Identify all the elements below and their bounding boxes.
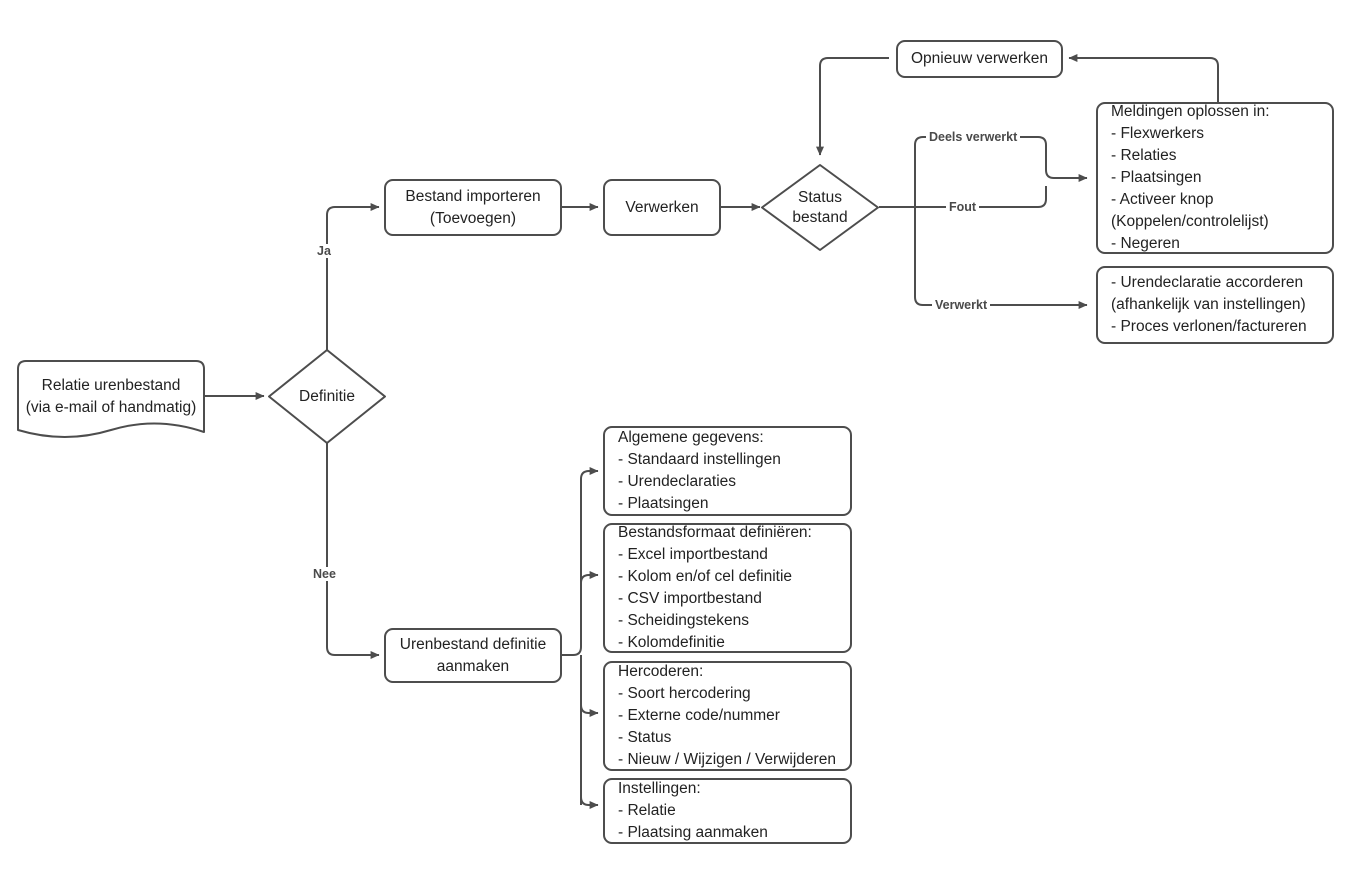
urendeclaratie-line-2: (afhankelijk van instellingen) [1111, 296, 1306, 313]
node-urenbestand-definitie-aanmaken-label: Urenbestand definitie aanmaken [386, 634, 560, 678]
node-instellingen[interactable]: Instellingen: - Relatie - Plaatsing aanm… [603, 778, 852, 844]
edge-stem-to-hercoderen [580, 658, 599, 717]
node-status-bestand-label: Status bestand [761, 164, 879, 251]
algemene-line-4: - Plaatsingen [618, 495, 709, 512]
hercoderen-line-5: - Nieuw / Wijzigen / Verwijderen [618, 751, 836, 768]
relatie-line-2: (via e-mail of handmatig) [25, 399, 197, 416]
instellingen-line-1: Instellingen: [618, 780, 701, 797]
edge-deels-verwerkt [914, 136, 1088, 182]
bestandsformaat-line-2: - Excel importbestand [618, 546, 768, 563]
meldingen-line-4: - Plaatsingen [1111, 169, 1202, 186]
node-definitie-label: Definitie [299, 387, 355, 405]
hercoderen-line-2: - Soort hercodering [618, 685, 751, 702]
urendeclaratie-line-3: - Proces verlonen/factureren [1111, 318, 1307, 335]
edge-label-ja: Ja [314, 244, 334, 258]
node-hercoderen[interactable]: Hercoderen: - Soort hercodering - Extern… [603, 661, 852, 771]
node-definitie[interactable]: Definitie [268, 349, 386, 444]
urendeclaratie-line-1: - Urendeclaratie accorderen [1111, 274, 1304, 291]
algemene-line-1: Algemene gegevens: [618, 429, 764, 446]
node-opnieuw-verwerken-label: Opnieuw verwerken [911, 50, 1048, 67]
node-status-bestand[interactable]: Status bestand [761, 164, 879, 251]
meldingen-line-3: - Relaties [1111, 147, 1177, 164]
edge-label-verwerkt: Verwerkt [932, 298, 991, 312]
edge-stem-to-bestandsformaat [580, 571, 599, 647]
node-urendeclaratie-accorderen[interactable]: - Urendeclaratie accorderen (afhankelijk… [1096, 266, 1334, 344]
relatie-line-1: Relatie urenbestand [41, 377, 181, 394]
edge-label-deels-verwerkt: Deels verwerkt [926, 130, 1021, 144]
edge-label-fout: Fout [946, 200, 980, 214]
edge-verwerkt [914, 296, 1088, 309]
bestandsformaat-line-5: - Scheidingstekens [618, 612, 749, 629]
node-opnieuw-verwerken[interactable]: Opnieuw verwerken [896, 40, 1063, 78]
node-bestand-importeren-label: Bestand importeren (Toevoegen) [386, 186, 560, 230]
hercoderen-line-1: Hercoderen: [618, 663, 704, 680]
node-bestand-importeren[interactable]: Bestand importeren (Toevoegen) [384, 179, 562, 236]
algemene-line-3: - Urendeclaraties [618, 473, 737, 490]
edge-opnieuw-to-status [816, 57, 889, 156]
instellingen-line-2: - Relatie [618, 802, 676, 819]
status-bestand-line-2: bestand [792, 208, 848, 226]
edge-fout [915, 186, 1047, 208]
bestandsformaat-line-3: - Kolom en/of cel definitie [618, 568, 793, 585]
node-relatie-urenbestand[interactable]: Relatie urenbestand (via e-mail of handm… [17, 360, 205, 442]
node-verwerken-label: Verwerken [625, 198, 699, 216]
meldingen-line-6: (Koppelen/controlelijst) [1111, 213, 1269, 230]
urenbestand-definitie-line-2: aanmaken [436, 657, 510, 675]
bestand-importeren-line-2: (Toevoegen) [429, 209, 517, 227]
instellingen-line-3: - Plaatsing aanmaken [618, 824, 768, 841]
meldingen-line-2: - Flexwerkers [1111, 125, 1205, 142]
hercoderen-line-4: - Status [618, 729, 672, 746]
edge-definitie-aanmaken-stem [561, 467, 599, 656]
meldingen-line-1: Meldingen oplossen in: [1111, 103, 1270, 120]
edge-label-nee: Nee [310, 567, 339, 581]
node-bestandsformaat-definieren[interactable]: Bestandsformaat definiëren: - Excel impo… [603, 523, 852, 653]
node-meldingen-oplossen[interactable]: Meldingen oplossen in: - Flexwerkers - R… [1096, 102, 1334, 254]
edge-definitie-nee [326, 443, 380, 659]
node-verwerken[interactable]: Verwerken [603, 179, 721, 236]
node-relatie-urenbestand-label: Relatie urenbestand (via e-mail of handm… [17, 360, 205, 434]
edge-stem-lower-vertical [580, 655, 599, 809]
bestandsformaat-line-6: - Kolomdefinitie [618, 634, 725, 651]
bestandsformaat-line-1: Bestandsformaat definiëren: [618, 524, 812, 541]
status-bestand-line-1: Status [798, 188, 842, 206]
node-urenbestand-definitie-aanmaken[interactable]: Urenbestand definitie aanmaken [384, 628, 562, 683]
hercoderen-line-3: - Externe code/nummer [618, 707, 780, 724]
algemene-line-2: - Standaard instellingen [618, 451, 781, 468]
bestandsformaat-line-4: - CSV importbestand [618, 590, 762, 607]
bestand-importeren-line-1: Bestand importeren [405, 187, 541, 205]
edge-meldingen-to-opnieuw [1068, 54, 1219, 104]
meldingen-line-7: - Negeren [1111, 235, 1180, 252]
urenbestand-definitie-line-1: Urenbestand definitie [399, 635, 547, 653]
meldingen-line-5: - Activeer knop [1111, 191, 1214, 208]
node-algemene-gegevens[interactable]: Algemene gegevens: - Standaard instellin… [603, 426, 852, 516]
edge-definitie-ja [326, 203, 380, 350]
